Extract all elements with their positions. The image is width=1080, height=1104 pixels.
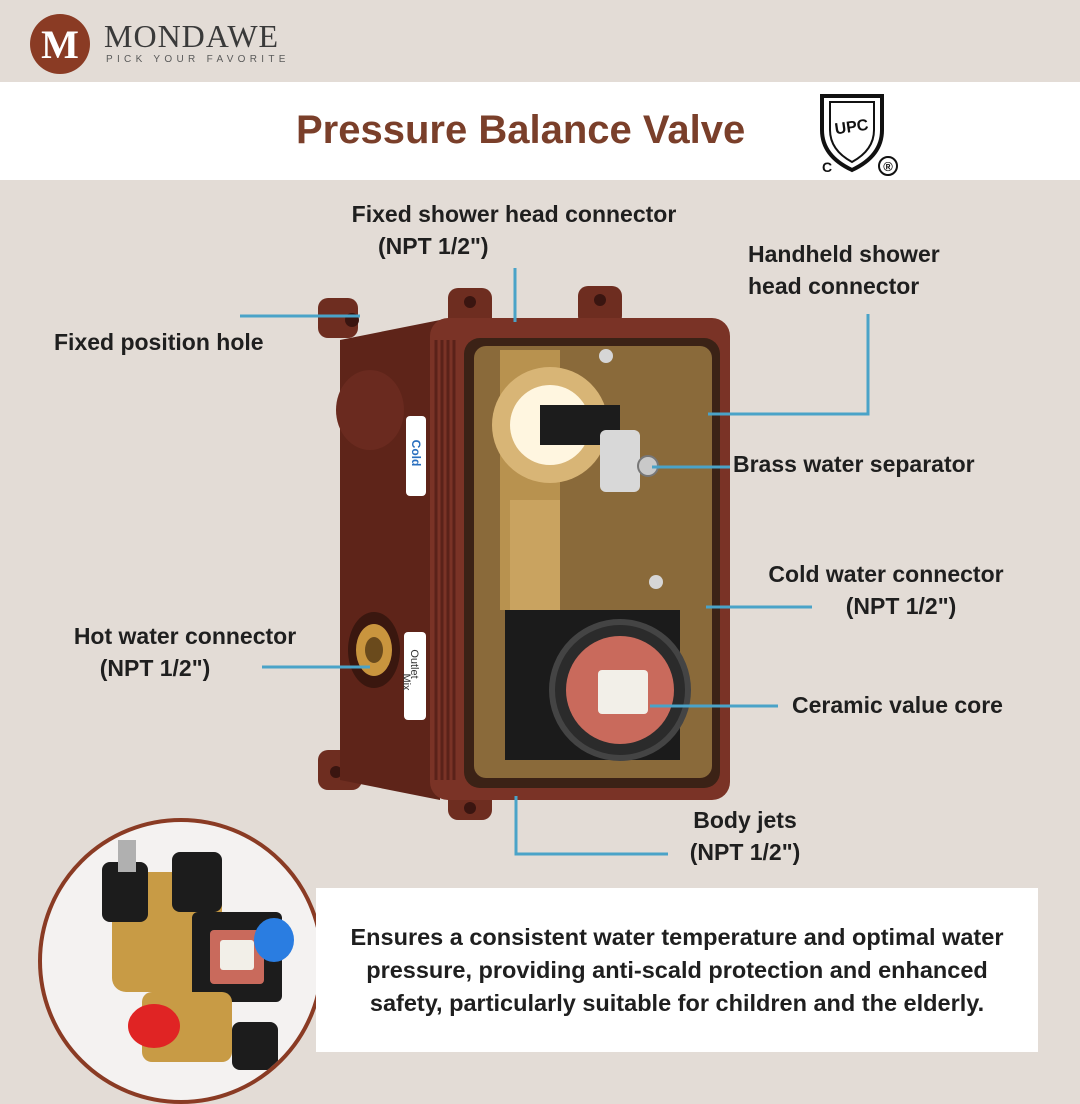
- label-hot-water: Hot water connector (NPT 1/2"): [73, 623, 297, 681]
- outlet-mix-sticker: Outlet Mix: [400, 632, 426, 720]
- title-band: [0, 82, 1080, 180]
- leader-handheld-shower-head: [708, 314, 870, 416]
- description-box: Ensures a consistent water temperature a…: [316, 888, 1038, 1052]
- upc-registered: ®: [883, 159, 893, 174]
- cold-sticker-text: Cold: [409, 439, 423, 467]
- cold-sticker: Cold: [406, 416, 426, 496]
- label-body-jets: Body jets (NPT 1/2"): [689, 807, 801, 865]
- label-ceramic-core: Ceramic value core: [792, 692, 1003, 718]
- label-cold-water: Cold water connector (NPT 1/2"): [768, 561, 1004, 619]
- label-brass-separator: Brass water separator: [733, 451, 975, 477]
- description-text: Ensures a consistent water temperature a…: [350, 923, 1004, 1016]
- page-title: Pressure Balance Valve: [296, 108, 746, 152]
- valve-body-illustration: [318, 286, 730, 820]
- upc-certification-icon: UPC C ®: [820, 94, 898, 176]
- label-fixed-shower-head: Fixed shower head connector (NPT 1/2"): [351, 201, 677, 259]
- upc-mark: UPC: [834, 117, 870, 139]
- label-handheld-shower-head: Handheld shower head connector: [748, 241, 940, 299]
- upc-c: C: [822, 159, 832, 175]
- valve-core-illustration: [102, 840, 294, 1070]
- brand-name: MONDAWE: [104, 18, 280, 54]
- valve-core-inset-image: [38, 818, 324, 1104]
- logo-letter: M: [41, 21, 79, 67]
- brand-tagline: PICK YOUR FAVORITE: [106, 54, 290, 65]
- label-fixed-position-hole: Fixed position hole: [54, 329, 264, 355]
- mix-sticker-text: Mix: [400, 673, 412, 691]
- brand-logo: M: [30, 14, 90, 74]
